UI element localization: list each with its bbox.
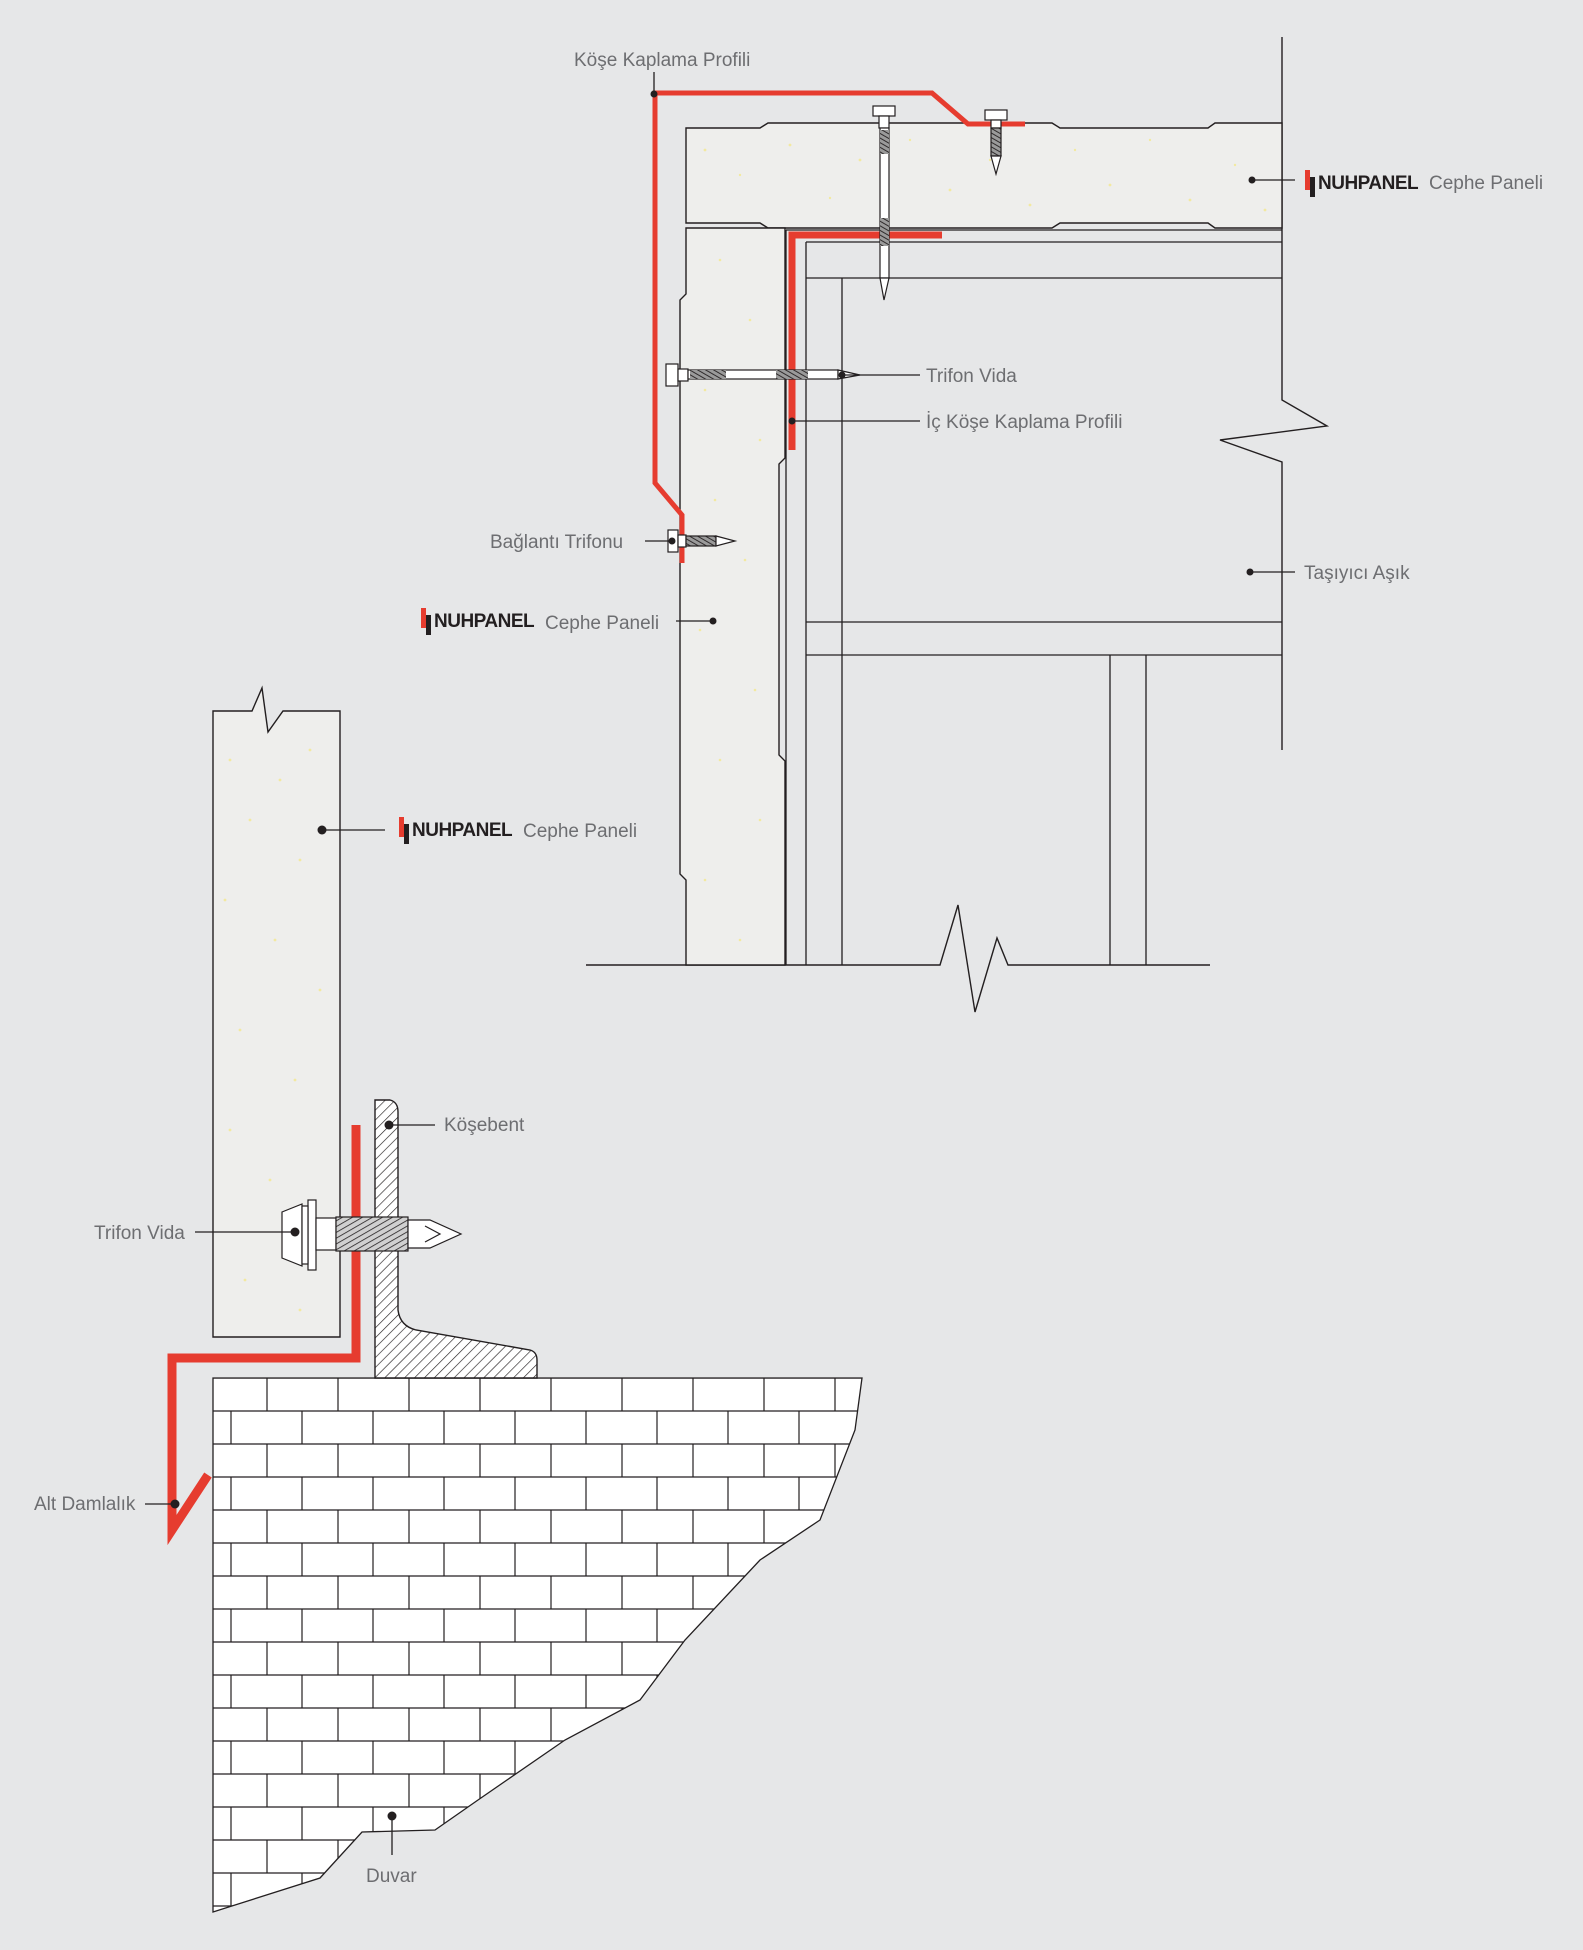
- vertical-panel: [679, 227, 786, 966]
- steel-frame: [785, 229, 1282, 965]
- nuhpanel-logo-icon: [399, 817, 404, 837]
- trifon-screw-icon: [281, 1199, 463, 1271]
- label-cephe-paneli-bottom: Cephe Paneli: [523, 821, 637, 842]
- label-cephe-paneli-middle: Cephe Paneli: [545, 613, 659, 634]
- break-line-right: [1219, 37, 1330, 750]
- svg-text:NUHPANEL: NUHPANEL: [1318, 173, 1419, 194]
- nuhpanel-logo-icon: [1305, 170, 1310, 190]
- label-trifon-vida-bottom: Trifon Vida: [94, 1223, 185, 1244]
- corner-detail: [586, 37, 1330, 1013]
- horizontal-panel: [685, 122, 1283, 229]
- label-ic-kose-kaplama-profili: İç Köşe Kaplama Profili: [926, 412, 1122, 433]
- nuhpanel-logo: NUHPANEL: [421, 608, 536, 635]
- nuhpanel-logo-icon: [421, 608, 426, 628]
- label-tasiyici-asik: Taşıyıcı Aşık: [1304, 563, 1410, 584]
- label-cephe-paneli-top: Cephe Paneli: [1429, 173, 1543, 194]
- label-baglanti-trifonu: Bağlantı Trifonu: [490, 532, 623, 553]
- nuhpanel-logo: NUHPANEL: [1305, 170, 1420, 197]
- foam-speckles-top: [698, 138, 1267, 942]
- base-panel: [212, 685, 341, 1338]
- svg-text:NUHPANEL: NUHPANEL: [412, 820, 513, 841]
- label-kosebent: Köşebent: [444, 1115, 525, 1136]
- inner-corner-profile: [788, 231, 942, 450]
- svg-text:NUHPANEL: NUHPANEL: [434, 611, 535, 632]
- brick-wall: [212, 1377, 863, 1913]
- label-duvar: Duvar: [366, 1866, 417, 1887]
- leaders-top: [645, 72, 1295, 625]
- short-screw-icon: [984, 109, 1008, 177]
- nuhpanel-logo: NUHPANEL: [399, 817, 514, 844]
- label-alt-damlalik: Alt Damlalık: [34, 1494, 136, 1515]
- vertical-screw-icon: [872, 105, 896, 301]
- label-trifon-vida-top: Trifon Vida: [926, 366, 1017, 387]
- ground-line: [586, 904, 1210, 1013]
- leaders-bottom: [145, 825, 435, 1855]
- label-kose-kaplama-profili: Köşe Kaplama Profili: [574, 50, 750, 71]
- drip-profile: [167, 1125, 361, 1546]
